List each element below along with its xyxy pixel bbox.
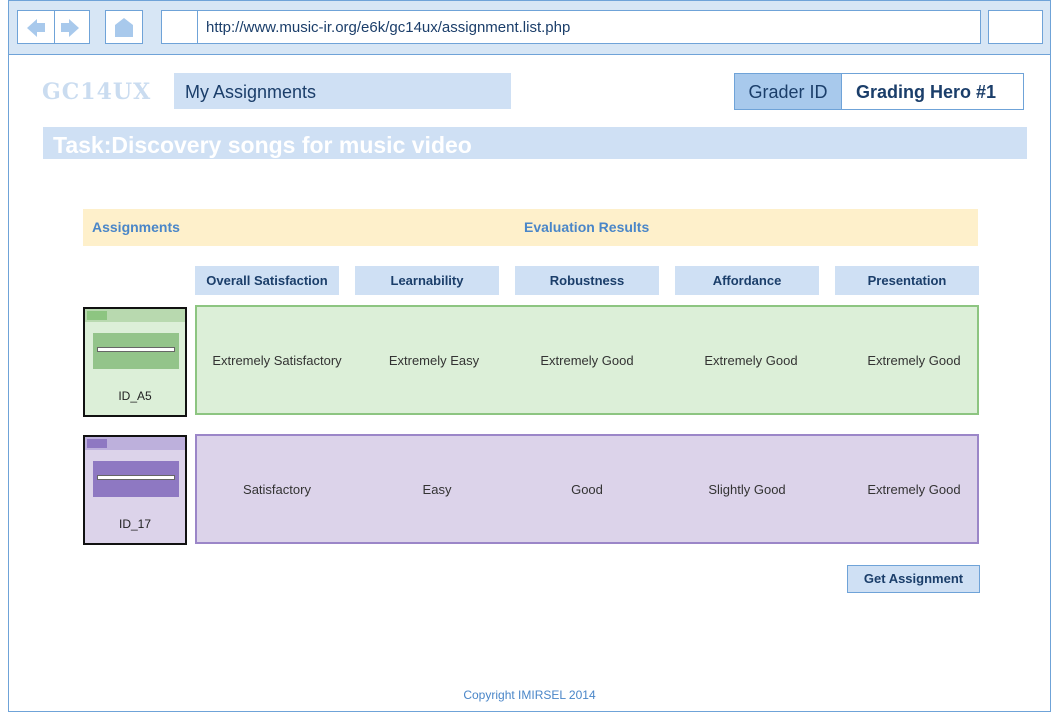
browser-menu-button[interactable]: [988, 10, 1043, 44]
results-header-bar: Assignments Evaluation Results: [83, 209, 978, 246]
nav-buttons-group: [17, 10, 90, 44]
home-button[interactable]: [105, 10, 143, 44]
result-presentation: Extremely Good: [867, 481, 961, 497]
grader-id-label: Grader ID: [734, 73, 842, 110]
result-robustness: Good: [571, 481, 603, 497]
result-learnability: Extremely Easy: [388, 352, 480, 368]
url-text: http://www.music-ir.org/e6k/gc14ux/assig…: [206, 19, 571, 36]
table-row: Extremely Satisfactory Extremely Easy Ex…: [195, 305, 979, 415]
thumbnail-tab: [87, 439, 107, 448]
page-tab-title[interactable]: My Assignments: [174, 73, 511, 109]
forward-arrow-icon: [69, 19, 79, 37]
thumbnail-titlebar: [85, 309, 185, 322]
column-header-presentation: Presentation: [835, 266, 979, 295]
home-icon: [115, 18, 133, 37]
assignments-header: Assignments: [92, 219, 180, 235]
thumbnail-tab: [87, 311, 107, 320]
assignment-thumbnail[interactable]: ID_A5: [83, 307, 187, 417]
favicon-box: [162, 11, 198, 43]
site-logo: GC14UX: [42, 79, 152, 105]
column-header-affordance: Affordance: [675, 266, 819, 295]
back-arrow-icon: [27, 19, 37, 37]
result-robustness: Extremely Good: [540, 352, 634, 368]
column-header-overall-satisfaction: Overall Satisfaction: [195, 266, 339, 295]
back-button[interactable]: [18, 11, 55, 43]
result-overall-satisfaction: Satisfactory: [243, 481, 311, 497]
evaluation-results-header: Evaluation Results: [524, 219, 650, 235]
browser-toolbar: http://www.music-ir.org/e6k/gc14ux/assig…: [9, 1, 1050, 55]
table-row: Satisfactory Easy Good Slightly Good Ext…: [195, 434, 979, 544]
get-assignment-button[interactable]: Get Assignment: [847, 565, 980, 593]
address-bar[interactable]: http://www.music-ir.org/e6k/gc14ux/assig…: [161, 10, 981, 44]
result-presentation: Extremely Good: [867, 352, 961, 368]
column-header-robustness: Robustness: [515, 266, 659, 295]
result-affordance: Extremely Good: [704, 352, 798, 368]
thumbnail-panel: [93, 461, 179, 497]
column-header-learnability: Learnability: [355, 266, 499, 295]
forward-arrow-stem: [61, 23, 69, 32]
result-overall-satisfaction: Extremely Satisfactory: [212, 352, 342, 368]
task-title: Task:Discovery songs for music video: [43, 127, 1027, 159]
assignment-id: ID_17: [118, 517, 152, 531]
assignment-thumbnail[interactable]: ID_17: [83, 435, 187, 545]
back-arrow-stem: [37, 23, 45, 32]
assignment-id: ID_A5: [118, 389, 152, 403]
thumbnail-panel: [93, 333, 179, 369]
thumbnail-search-box: [97, 475, 175, 480]
browser-window: http://www.music-ir.org/e6k/gc14ux/assig…: [8, 0, 1051, 712]
forward-button[interactable]: [54, 11, 89, 43]
result-affordance: Slightly Good: [708, 481, 786, 497]
grader-id-value: Grading Hero #1: [842, 73, 1024, 110]
thumbnail-titlebar: [85, 437, 185, 450]
footer-copyright: Copyright IMIRSEL 2014: [463, 688, 596, 702]
result-learnability: Easy: [422, 481, 452, 497]
thumbnail-search-box: [97, 347, 175, 352]
